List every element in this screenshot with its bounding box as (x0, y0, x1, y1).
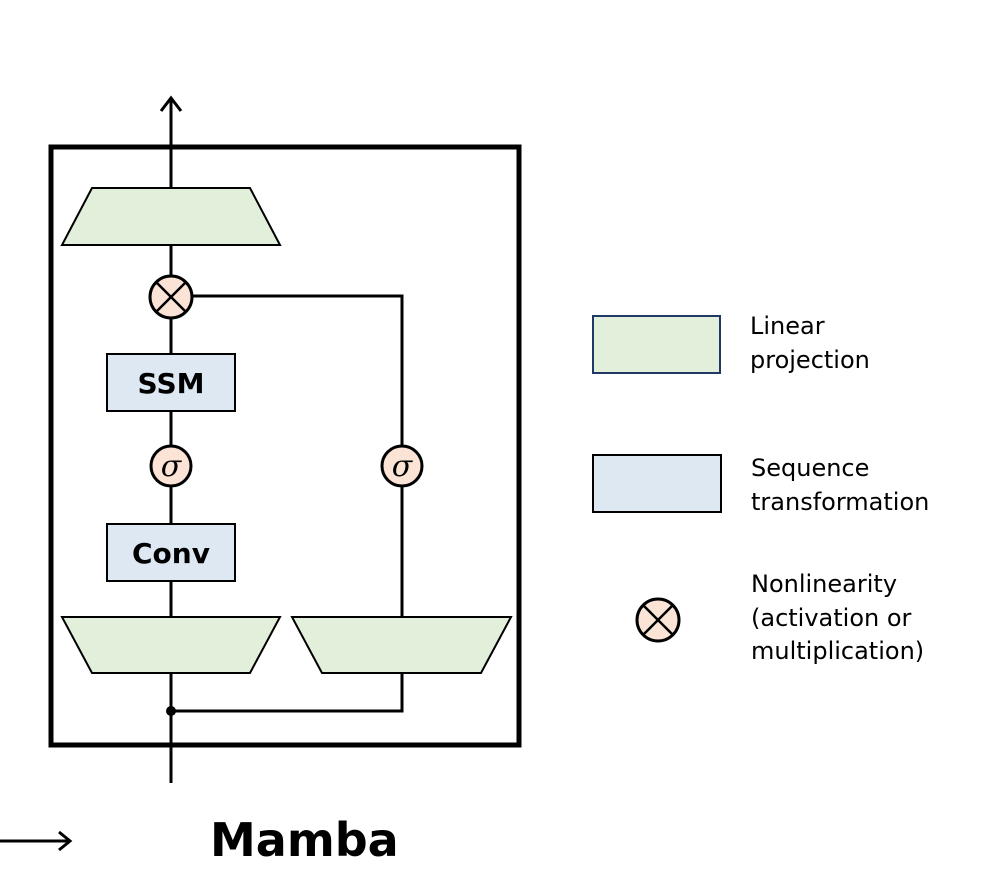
block-frame (48, 144, 522, 748)
output-arrow-icon (159, 95, 183, 112)
sigma-main-label: σ (161, 449, 183, 484)
input-linear-projection-main (60, 616, 282, 674)
split-junction-dot (166, 706, 176, 716)
conv-block (106, 523, 236, 582)
ssm-label: SSM (138, 367, 205, 400)
diagram-title: Mamba (210, 813, 399, 867)
legend-multiply-icon (635, 597, 681, 643)
legend-sequence-line-2: transformation (751, 488, 929, 516)
ssm-block (106, 353, 236, 412)
legend-sequence-line-1: Sequence (751, 454, 869, 482)
multiplication-node (148, 274, 194, 320)
legend-linear-line-2: projection (750, 346, 870, 374)
input-linear-projection-gate (290, 616, 513, 674)
legend-nonlinearity-line-1: Nonlinearity (751, 570, 897, 598)
legend: Linear projection Sequence transformatio… (592, 312, 929, 665)
gate-branch-line (171, 294, 404, 713)
legend-linear-line-1: Linear (750, 312, 825, 340)
sigma-activation-gate (380, 444, 424, 488)
sigma-gate-label: σ (392, 449, 414, 484)
conv-label: Conv (132, 537, 210, 570)
sigma-activation-main (149, 444, 193, 488)
right-arrow-icon (0, 830, 73, 852)
legend-linear-swatch (592, 315, 721, 374)
legend-nonlinearity-line-2: (activation or (751, 604, 912, 632)
legend-sequence-swatch (592, 454, 722, 513)
legend-nonlinearity-line-3: multiplication) (751, 637, 924, 665)
output-linear-projection (60, 187, 282, 246)
